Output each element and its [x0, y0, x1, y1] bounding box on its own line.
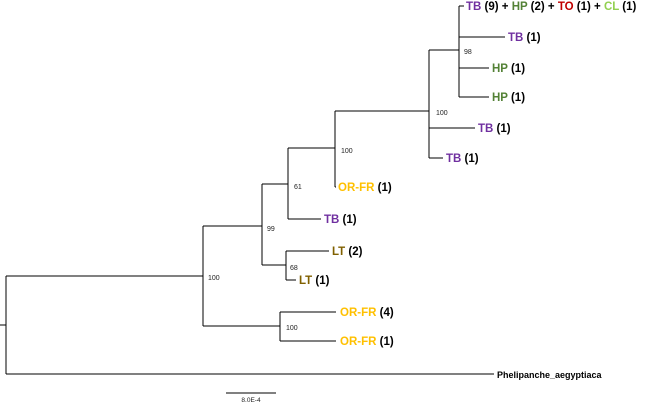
tip-label-count: (1): [339, 214, 356, 226]
tip-label-code: OR-FR: [340, 307, 377, 319]
support-label: 98: [464, 49, 472, 56]
tip-label: HP (1): [492, 63, 525, 75]
support-label: 99: [267, 226, 275, 233]
tip-label-code: CL: [604, 1, 619, 13]
support-label: 68: [290, 265, 298, 272]
tip-label: TB (9) + HP (2) + TO (1) + CL (1): [466, 1, 637, 13]
tip-label-code: LT: [299, 275, 312, 287]
tip-label: LT (1): [299, 275, 330, 287]
tip-label-code: HP: [492, 63, 508, 75]
tip-label-count: (2): [527, 1, 544, 13]
tip-label-count: (1): [376, 336, 393, 348]
tip-label-count: (2): [345, 246, 362, 258]
support-label: 100: [341, 148, 353, 155]
tip-label-code: TB: [508, 32, 523, 44]
support-label: 100: [208, 275, 220, 282]
tip-label-code: HP: [492, 92, 508, 104]
support-label: 100: [436, 110, 448, 117]
tip-label-count: (1): [461, 153, 478, 165]
tip-label: TB (1): [478, 123, 511, 135]
tip-label: OR-FR (1): [338, 182, 392, 194]
tip-labels: TB (9) + HP (2) + TO (1) + CL (1) TB (1)…: [299, 1, 637, 348]
tip-label-code: OR-FR: [340, 336, 377, 348]
tip-label-separator: +: [591, 1, 604, 13]
tip-label-code: TB: [478, 123, 493, 135]
support-label: 61: [294, 184, 302, 191]
tip-label: TB (1): [508, 32, 541, 44]
outgroup-label: Phelipanche_aegyptiaca: [497, 370, 603, 380]
tip-label-code: TO: [558, 1, 574, 13]
tip-label: LT (2): [332, 246, 363, 258]
support-values: 98 100 100 61 99 68 100 100: [208, 49, 472, 332]
tip-label: HP (1): [492, 92, 525, 104]
scale-bar: 8.0E-4: [226, 392, 276, 404]
tip-label: OR-FR (1): [340, 336, 394, 348]
tip-label: TB (1): [446, 153, 479, 165]
tip-label-code: HP: [512, 1, 528, 13]
tip-label-count: (1): [574, 1, 591, 13]
tip-label-separator: +: [545, 1, 558, 13]
tip-label-count: (1): [508, 63, 525, 75]
tip-label-code: TB: [466, 1, 481, 13]
support-label: 100: [286, 325, 298, 332]
tip-label: OR-FR (4): [340, 307, 394, 319]
tree-branches: [0, 5, 505, 375]
tip-label-code: TB: [324, 214, 339, 226]
tip-label-count: (1): [493, 123, 510, 135]
tip-label-count: (1): [619, 1, 636, 13]
tip-label-count: (1): [312, 275, 329, 287]
tip-label-count: (9): [481, 1, 498, 13]
tip-label-count: (1): [523, 32, 540, 44]
tip-label-count: (1): [374, 182, 391, 194]
tip-label-count: (4): [376, 307, 393, 319]
tip-label-separator: +: [499, 1, 512, 13]
tip-label-count: (1): [508, 92, 525, 104]
tip-label-code: LT: [332, 246, 345, 258]
tip-label-code: OR-FR: [338, 182, 375, 194]
tip-label: TB (1): [324, 214, 357, 226]
tip-label-code: TB: [446, 153, 461, 165]
scale-bar-label: 8.0E-4: [241, 397, 261, 404]
